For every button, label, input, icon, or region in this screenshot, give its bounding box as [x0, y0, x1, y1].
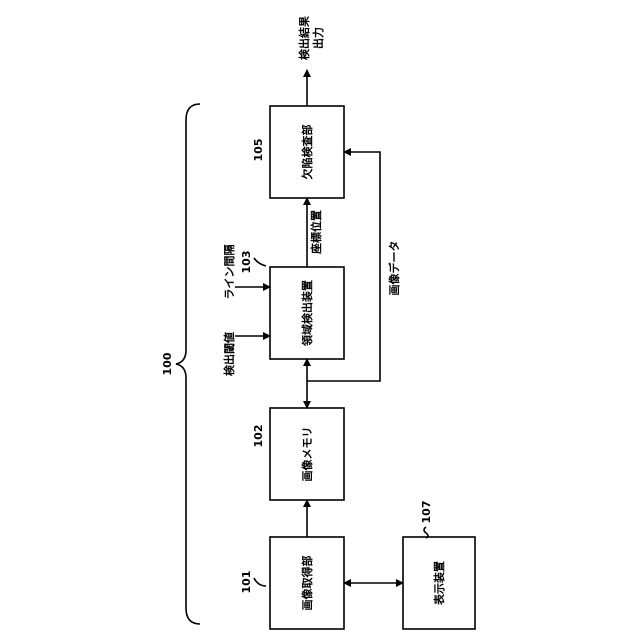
output-label-line1: 検出結果 — [297, 16, 311, 60]
block-101-ref: 101 — [240, 571, 253, 594]
block-105-ref: 105 — [252, 139, 265, 162]
block-101-ref-leader — [254, 578, 266, 586]
block-103-ref-leader — [254, 258, 266, 266]
image-data-label: 画像データ — [387, 241, 401, 296]
threshold-input-label: 検出閾値 — [222, 332, 236, 376]
block-101-label: 画像取得部 — [300, 556, 314, 611]
block-105-label: 欠陥検査部 — [300, 125, 314, 180]
block-103-ref: 103 — [240, 251, 253, 274]
block-107-ref: 107 — [420, 501, 433, 524]
block-102-label: 画像メモリ — [300, 427, 314, 482]
line-interval-input-label: ライン間隔 — [222, 245, 236, 300]
system-ref-label: 100 — [161, 352, 174, 375]
block-102-ref: 102 — [252, 425, 265, 448]
coordinates-label: 座標位置 — [309, 210, 323, 255]
system-brace — [176, 104, 200, 624]
block-103-label: 領域検出装置 — [300, 280, 314, 347]
block-107-label: 表示装置 — [432, 561, 446, 606]
output-label-line2: 出力 — [311, 27, 325, 49]
